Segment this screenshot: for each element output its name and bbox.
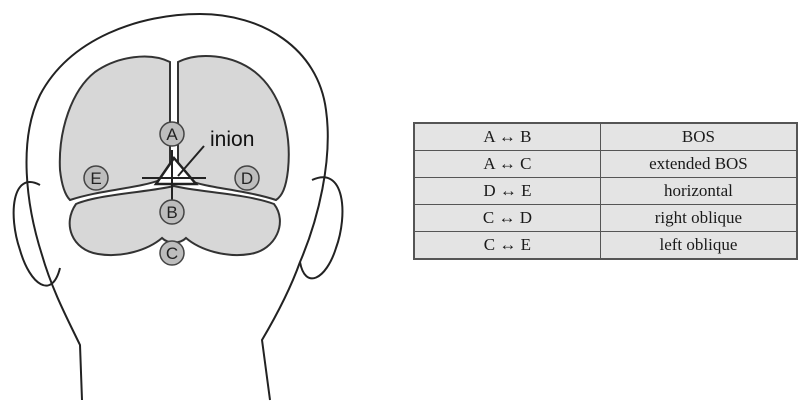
table-row: A ↔ B BOS [413, 122, 798, 151]
left-cerebral-hemisphere [58, 55, 171, 202]
table-row: C ↔ D right oblique [413, 204, 798, 232]
electrode-b: B [159, 199, 185, 225]
electrode-d-label: D [241, 169, 253, 188]
left-ear [12, 181, 61, 287]
derivation-name: BOS [599, 122, 798, 151]
head-outline [25, 12, 329, 401]
table-row: D ↔ E horizontal [413, 177, 798, 205]
electrode-c: C [159, 240, 185, 266]
electrode-pair: A ↔ B [413, 122, 601, 151]
electrode-a: A [159, 121, 185, 147]
electrode-c-label: C [166, 244, 178, 263]
electrode-e-label: E [90, 169, 101, 188]
right-cerebral-hemisphere [177, 55, 290, 202]
electrode-d: D [234, 165, 260, 191]
electrode-pair: C ↔ D [413, 204, 601, 232]
electrode-b-label: B [166, 203, 177, 222]
inion-pointer [177, 145, 205, 177]
derivations-table: A ↔ B BOS A ↔ C extended BOS D ↔ E horiz… [413, 122, 798, 260]
table-row: C ↔ E left oblique [413, 231, 798, 260]
derivation-name: extended BOS [599, 150, 798, 178]
table-row: A ↔ C extended BOS [413, 150, 798, 178]
derivation-name: right oblique [599, 204, 798, 232]
inion-label: inion [210, 128, 254, 151]
right-ear [299, 176, 344, 280]
electrode-pair: A ↔ C [413, 150, 601, 178]
electrode-pair: D ↔ E [413, 177, 601, 205]
electrode-pair: C ↔ E [413, 231, 601, 260]
derivation-name: left oblique [599, 231, 798, 260]
electrode-a-label: A [166, 125, 178, 144]
derivation-name: horizontal [599, 177, 798, 205]
electrode-e: E [83, 165, 109, 191]
